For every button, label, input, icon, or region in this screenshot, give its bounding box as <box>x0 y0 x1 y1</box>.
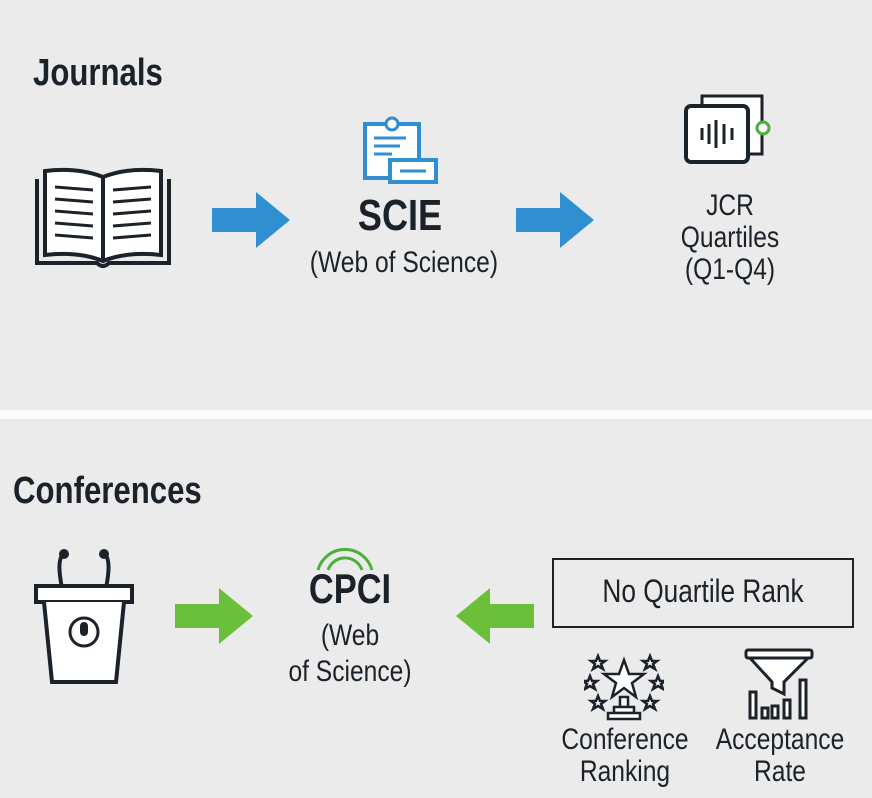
scie-subtitle: (Web of Science) <box>309 246 499 279</box>
factor-line: Rate <box>754 755 806 788</box>
conference-ranking-label: Conference Ranking <box>559 724 690 788</box>
open-book-icon <box>35 167 171 268</box>
cpci-title: CPCI <box>308 565 392 612</box>
signal-arc-icon <box>316 547 374 571</box>
factor-line: Conference <box>561 723 689 756</box>
arrow-left-icon <box>456 588 534 644</box>
conferences-heading: Conferences <box>13 470 202 512</box>
podium-microphone-icon <box>34 549 134 684</box>
journals-heading: Journals <box>33 52 163 94</box>
cpci-subtitle: (Web of Science) <box>284 618 415 690</box>
jcr-line: JCR <box>706 189 754 222</box>
q1-q4-line: (Q1-Q4) <box>684 253 776 286</box>
quartiles-line: Quartiles <box>680 221 780 254</box>
trophy-stars-icon <box>584 652 664 721</box>
no-quartile-rank-label: No Quartile Rank <box>602 573 804 609</box>
arrow-right-icon <box>175 588 253 644</box>
document-id-icon <box>363 116 438 184</box>
jcr-report-icon <box>684 94 771 164</box>
factor-line: Ranking <box>579 755 671 788</box>
no-quartile-rank-box <box>552 558 854 628</box>
funnel-chart-icon <box>744 648 814 720</box>
acceptance-rate-label: Acceptance Rate <box>714 724 845 788</box>
cpci-subtitle-line: of Science) <box>288 655 412 688</box>
scie-title: SCIE <box>357 191 443 240</box>
cpci-subtitle-line: (Web <box>320 619 380 652</box>
factor-line: Acceptance <box>715 723 845 756</box>
jcr-quartiles-label: JCR Quartiles (Q1-Q4) <box>656 190 804 286</box>
section-divider <box>0 410 872 419</box>
arrow-right-icon <box>516 192 594 248</box>
arrow-right-icon <box>212 192 290 248</box>
